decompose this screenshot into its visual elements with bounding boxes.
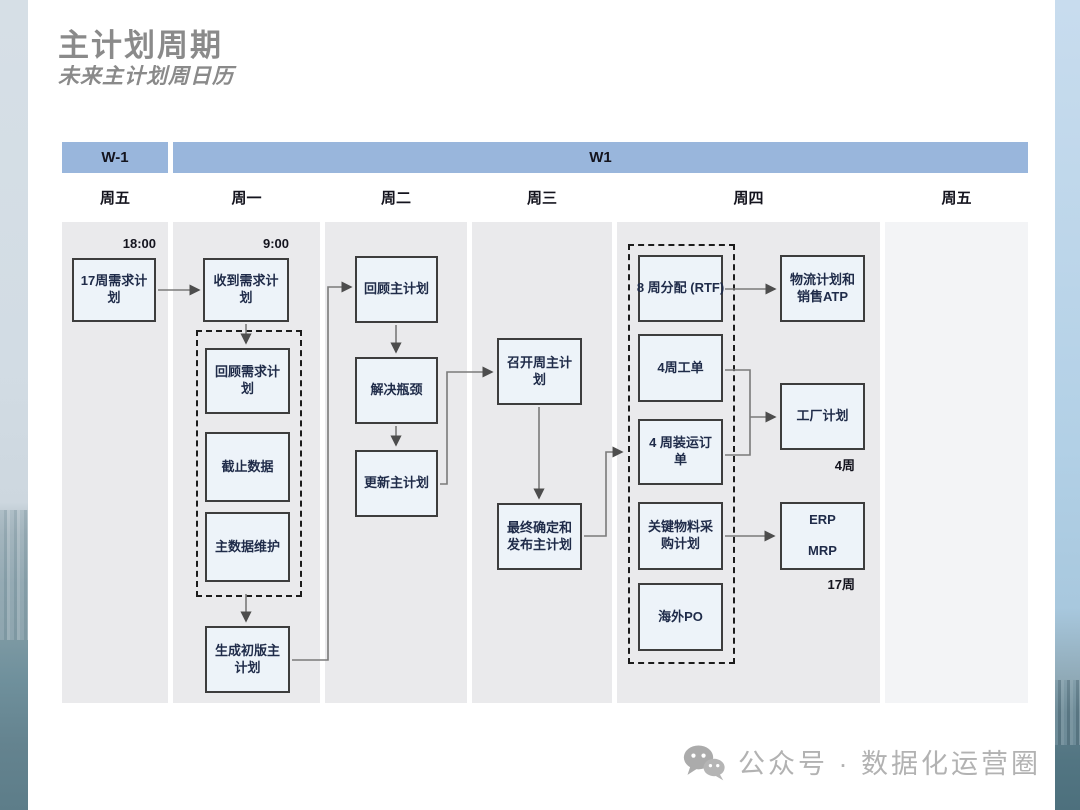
- node-finalize-publish: 最终确定和发布主计划: [497, 503, 582, 570]
- day-header-tuesday: 周二: [325, 177, 467, 217]
- day-header-thursday: 周四: [617, 177, 880, 217]
- wechat-icon: [683, 745, 725, 780]
- day-header-friday: 周五: [885, 177, 1028, 217]
- node-review-demand: 回顾需求计划: [205, 348, 290, 414]
- column-wednesday: [472, 222, 612, 703]
- node-draft-plan: 生成初版主计划: [205, 626, 290, 693]
- background-photo-left: [0, 0, 28, 810]
- node-17w-demand-plan: 17周需求计划: [72, 258, 156, 322]
- week-header-w-minus-1: W-1: [62, 142, 168, 173]
- day-header-friday-prev: 周五: [62, 177, 168, 217]
- node-update-master: 更新主计划: [355, 450, 438, 517]
- factory-span-label: 4周: [834, 458, 855, 473]
- erp-span-label: 17周: [827, 577, 855, 592]
- node-data-cutoff: 截止数据: [205, 432, 290, 502]
- node-4w-work-orders: 4周工单: [638, 334, 723, 402]
- node-weekly-meeting: 召开周主计划: [497, 338, 582, 405]
- background-photo-right: [1055, 0, 1080, 810]
- erp-label: ERP: [809, 512, 836, 528]
- node-review-master: 回顾主计划: [355, 256, 438, 323]
- day-header-monday: 周一: [173, 177, 320, 217]
- node-critical-purchase: 关键物料采购计划: [638, 502, 723, 570]
- page-title: 主计划周期: [58, 28, 223, 63]
- mrp-label: MRP: [808, 543, 837, 558]
- node-overseas-po: 海外PO: [638, 583, 723, 651]
- page-subtitle: 未来主计划周日历: [58, 65, 234, 88]
- time-label-monday: 9:00: [262, 236, 289, 251]
- node-4w-ship-orders: 4 周装运订单: [638, 419, 723, 485]
- column-friday: [885, 222, 1028, 703]
- node-master-data: 主数据维护: [205, 512, 290, 582]
- node-receive-demand: 收到需求计划: [203, 258, 289, 322]
- watermark: 公众号 · 数据化运营圈: [682, 742, 1041, 781]
- time-label-friday-prev: 18:00: [122, 236, 156, 251]
- week-header-w1: W1: [173, 142, 1028, 173]
- node-8w-allocation-rtf: 8 周分配 (RTF): [637, 255, 724, 322]
- node-factory-plan: 工厂计划: [780, 383, 865, 450]
- node-erp-mrp: ERP MRP: [780, 502, 865, 570]
- node-logistics-atp: 物流计划和销售ATP: [780, 255, 865, 322]
- day-header-wednesday: 周三: [472, 177, 612, 217]
- watermark-text: 公众号 · 数据化运营圈: [738, 749, 1041, 779]
- node-solve-bottleneck: 解决瓶颈: [355, 357, 438, 424]
